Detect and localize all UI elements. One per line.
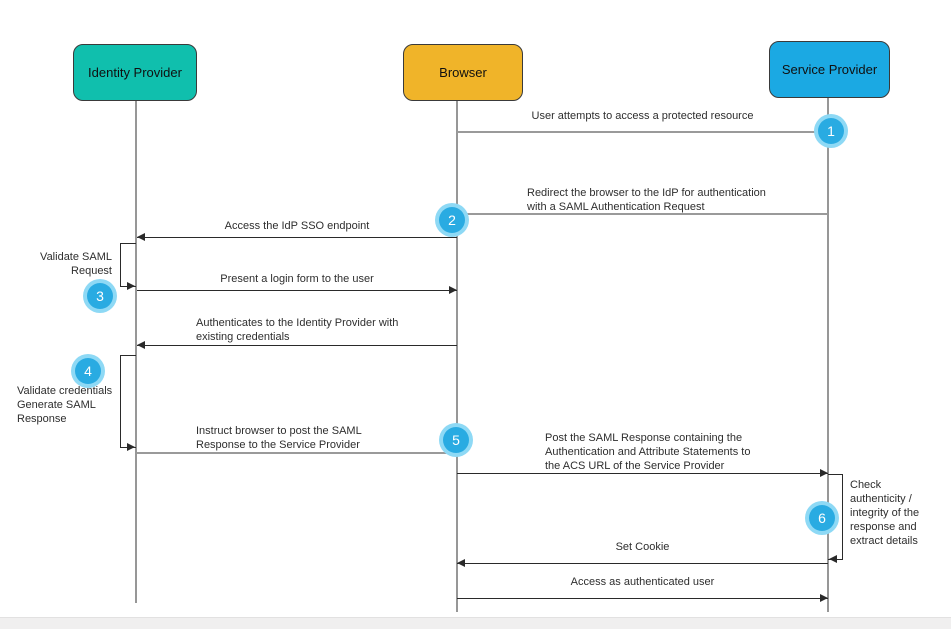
step-badge-1: 1 [818,118,844,144]
lifeline-identity-provider [135,101,137,603]
self-action-label-check-authenticity: Check authenticity / integrity of the re… [850,479,920,547]
arrowhead-post-saml-response [820,469,828,477]
step-badge-5: 5 [443,427,469,453]
message-label-present-login-form: Present a login form to the user [220,273,374,285]
message-label-instruct-browser-post: Instruct browser to post the SAML Respon… [196,425,362,451]
self-loop-validate-credentials [120,355,136,448]
message-label-access-sso-endpoint: Access the IdP SSO endpoint [224,220,370,232]
arrowhead-access-sso-endpoint [137,233,145,241]
actor-identity-provider: Identity Provider [73,44,197,101]
self-action-label-validate-credentials: Validate credentials Generate SAML Respo… [17,385,113,425]
arrowhead-validate-saml-request [127,282,135,290]
message-label-redirect-to-idp: Redirect the browser to the IdP for auth… [527,187,766,213]
actor-identity-provider-label: Identity Provider [88,65,182,80]
actor-service-provider-label: Service Provider [781,62,878,77]
arrowhead-access-authenticated [820,594,828,602]
message-label-authenticates-to-idp: Authenticates to the Identity Provider w… [196,317,399,343]
message-label-access-authenticated: Access as authenticated user [570,576,715,588]
message-label-user-attempts-access: User attempts to access a protected reso… [531,110,754,122]
actor-browser: Browser [403,44,523,101]
arrowhead-authenticates-to-idp [137,341,145,349]
message-line-set-cookie [457,563,828,564]
lifeline-browser [456,101,458,612]
bottom-edge-bar [0,617,951,629]
arrowhead-validate-credentials [127,443,135,451]
step-badge-6: 6 [809,505,835,531]
message-line-instruct-browser-post [137,452,457,454]
step-badge-4: 4 [75,358,101,384]
step-badge-3: 3 [87,283,113,309]
actor-service-provider: Service Provider [769,41,890,98]
arrowhead-check-authenticity [829,555,837,563]
message-label-set-cookie: Set Cookie [615,541,670,553]
message-line-present-login-form [137,290,457,291]
self-action-label-validate-saml-request: Validate SAML Request [40,251,112,277]
message-label-post-saml-response: Post the SAML Response containing the Au… [545,432,751,472]
self-loop-validate-saml-request [120,243,136,287]
arrowhead-present-login-form [449,286,457,294]
message-line-redirect-to-idp [457,213,828,215]
lifeline-service-provider [827,98,829,612]
arrowhead-set-cookie [457,559,465,567]
message-line-access-sso-endpoint [137,237,457,238]
message-line-post-saml-response [457,473,828,474]
message-line-access-authenticated [457,598,828,599]
actor-browser-label: Browser [439,65,487,80]
step-badge-2: 2 [439,207,465,233]
message-line-authenticates-to-idp [137,345,457,346]
message-line-user-attempts-access [457,131,828,133]
